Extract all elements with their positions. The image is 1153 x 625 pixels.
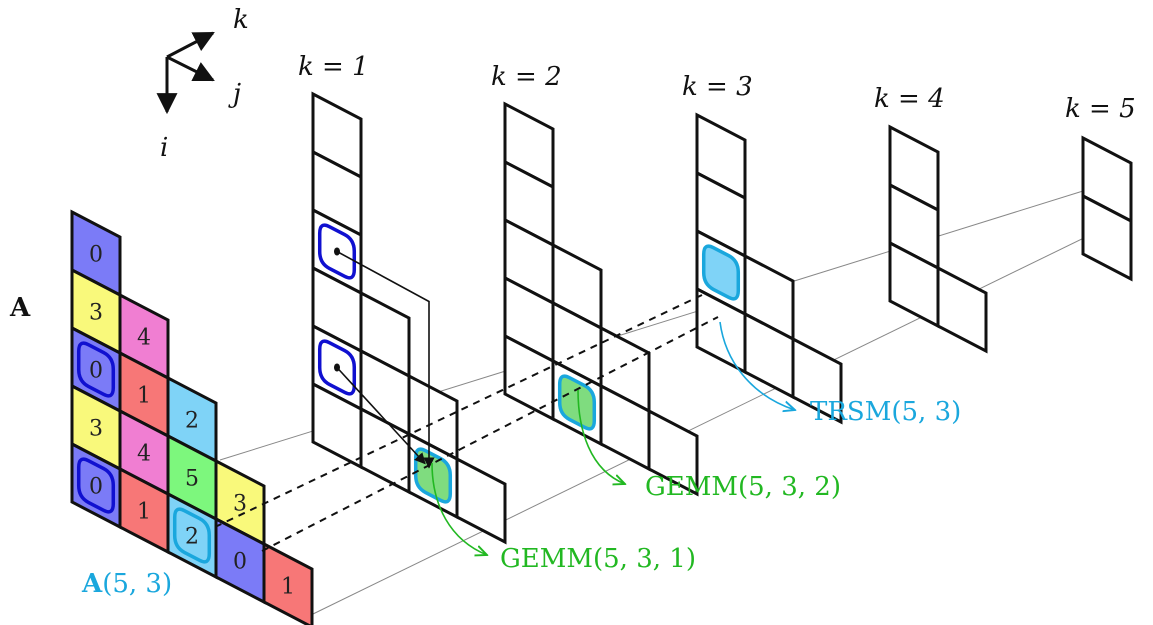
operation-arrows xyxy=(431,321,795,555)
grid-cell xyxy=(455,456,507,545)
layer-grid-k4 xyxy=(888,124,988,354)
layer-grid-k2 xyxy=(503,101,699,497)
layer-label-k1: k = 1 xyxy=(298,52,369,82)
layer-label-k2: k = 2 xyxy=(491,62,562,92)
j-axis-arrow xyxy=(166,55,215,82)
matrix-cell-value: 0 xyxy=(89,475,103,500)
dependency-arrow xyxy=(336,250,435,469)
axis-label-j: j xyxy=(228,79,241,109)
trsm-label: TRSM(5, 3) xyxy=(810,397,961,427)
axis-indicator xyxy=(156,31,215,115)
matrix-cell-value: 0 xyxy=(233,550,247,575)
layer-grid-k5 xyxy=(1081,135,1133,282)
trsm-arrow xyxy=(719,321,795,410)
gemm1-arrow xyxy=(431,462,487,555)
matrix-cell-value: 2 xyxy=(185,525,199,550)
grid-cell xyxy=(791,336,843,425)
highlighted-cell-outline xyxy=(172,507,212,564)
grid-cell xyxy=(647,408,699,497)
matrix-cell-value: 3 xyxy=(233,492,247,517)
k-axis-arrow xyxy=(166,31,215,59)
gemm-5-3-2-label: GEMM(5, 3, 2) xyxy=(645,472,841,502)
matrix-cell-value: 1 xyxy=(137,500,151,525)
layer-label-k3: k = 3 xyxy=(682,72,753,102)
matrix-cell-value: 5 xyxy=(185,467,199,492)
matrix-cell-value: 0 xyxy=(89,359,103,384)
gemm-target-k2 xyxy=(557,374,597,431)
highlight-label-rest: (5, 3) xyxy=(102,569,172,599)
layer-label-k5: k = 5 xyxy=(1065,94,1136,124)
axis-label-i: i xyxy=(160,133,168,163)
layer-grid-k1 xyxy=(311,91,507,545)
highlight-label-bold: A xyxy=(81,569,103,599)
gemm2-arrow xyxy=(577,389,625,484)
matrix-cell-value: 1 xyxy=(137,384,151,409)
matrix-cell-value: 4 xyxy=(137,442,151,467)
matrix-title: A xyxy=(9,293,31,323)
dependency-arrow xyxy=(336,366,426,465)
gemm-5-3-1-label: GEMM(5, 3, 1) xyxy=(500,544,696,574)
layer-label-k4: k = 4 xyxy=(874,84,945,114)
task-outline xyxy=(76,341,116,398)
matrix-cell xyxy=(262,541,314,625)
matrix-cell-value: 3 xyxy=(89,417,103,442)
matrix-cell-value: 1 xyxy=(281,575,295,600)
task-outline xyxy=(76,457,116,514)
trsm-target-k3 xyxy=(701,244,741,301)
matrix-cell-value: 3 xyxy=(89,301,103,326)
matrix-cell-value: 0 xyxy=(89,243,103,268)
grid-cell xyxy=(936,265,988,354)
axis-label-k: k xyxy=(233,5,249,35)
matrix-cell-value: 2 xyxy=(185,409,199,434)
matrix-a: 0 3 4 0 1 2 3 4 5 3 0 1 2 0 1 xyxy=(70,209,314,625)
highlight-cell-label: A(5, 3) xyxy=(81,569,172,599)
layer-grids xyxy=(311,91,1133,545)
matrix-cell-value: 4 xyxy=(137,326,151,351)
grid-cell xyxy=(1081,193,1133,282)
